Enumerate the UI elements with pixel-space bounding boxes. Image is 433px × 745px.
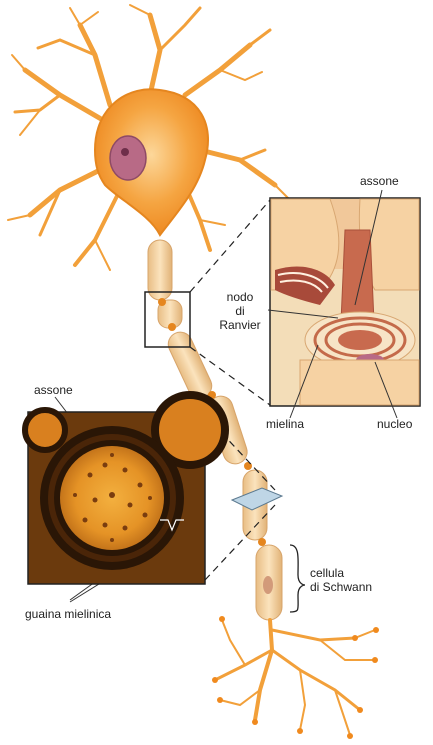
label-nucleo: nucleo (377, 417, 413, 431)
axon (147, 239, 283, 621)
section-plane (230, 487, 284, 511)
label-assone-top: assone (360, 174, 399, 188)
label-nodo-line2: di (235, 304, 245, 318)
node-highlight-box (144, 291, 191, 348)
cell-nucleus (109, 135, 147, 181)
inset-node-of-ranvier (269, 197, 421, 407)
label-cellula-di-schwann: cellula di Schwann (310, 566, 372, 594)
label-nodo-line1: nodo (226, 290, 254, 304)
label-assone-left: assone (34, 383, 73, 397)
label-cellula-line1: cellula (310, 566, 345, 580)
axon-terminals (213, 618, 376, 736)
label-mielina: mielina (266, 417, 305, 431)
cell-body (93, 88, 209, 237)
label-nodo-line3: Ranvier (219, 318, 261, 332)
label-nodo-di-ranvier: nodo di Ranvier (212, 290, 268, 332)
label-guaina-mielinica: guaina mielinica (25, 607, 112, 621)
label-cellula-line2: di Schwann (310, 580, 373, 594)
schwann-brace (289, 544, 306, 613)
terminal-boutons (212, 616, 379, 739)
inset-cross-section (22, 391, 229, 585)
dendrites (7, 4, 291, 271)
